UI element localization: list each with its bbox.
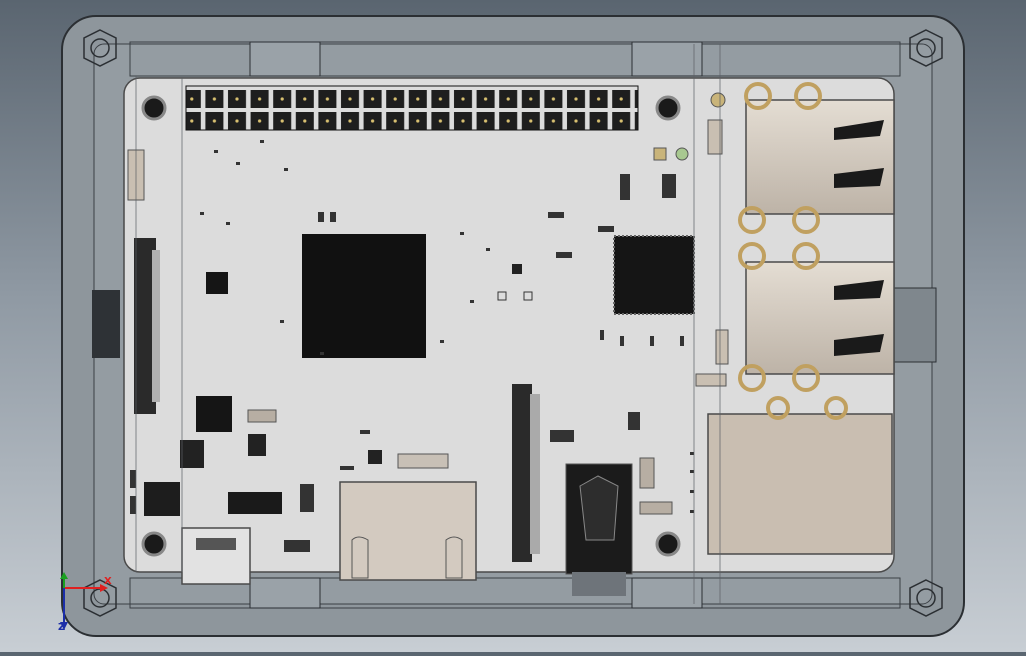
usb-port-middle xyxy=(738,242,895,392)
camera-connector xyxy=(512,384,532,562)
ethernet-port xyxy=(707,413,893,555)
screw-boss-bottom-right xyxy=(909,579,943,617)
axis-x-label: X xyxy=(104,576,112,587)
resistor-array xyxy=(397,453,449,469)
mount-hole xyxy=(141,531,167,557)
hdmi-port xyxy=(339,481,477,581)
small-chip xyxy=(248,434,266,456)
capacitor xyxy=(639,501,673,515)
led xyxy=(710,92,726,108)
gpio-pin-header xyxy=(185,85,639,131)
screw-boss-top-left xyxy=(83,29,117,67)
mount-hole xyxy=(141,95,167,121)
mount-hole xyxy=(655,531,681,557)
small-chip xyxy=(512,264,522,274)
coordinate-triad: X Z xyxy=(48,572,118,642)
capacitor xyxy=(639,457,655,489)
capacitor xyxy=(247,409,277,423)
capacitor xyxy=(715,329,729,365)
mount-hole xyxy=(655,95,681,121)
side-clip-right xyxy=(891,287,937,363)
led xyxy=(653,147,667,161)
axis-z-label: Z xyxy=(58,622,66,633)
small-chip xyxy=(228,492,282,514)
capacitor xyxy=(707,119,723,155)
small-chip xyxy=(144,482,180,516)
micro-usb-port xyxy=(181,527,251,585)
small-chip xyxy=(206,272,228,294)
smd-components xyxy=(130,140,694,552)
display-connector xyxy=(134,238,156,414)
small-chip xyxy=(368,450,382,464)
side-clip-left xyxy=(92,290,120,358)
usb-port-top xyxy=(738,82,895,234)
screw-boss-top-right xyxy=(909,29,943,67)
small-chip xyxy=(180,440,204,468)
led xyxy=(675,147,689,161)
capacitor xyxy=(695,373,727,387)
small-chip xyxy=(196,396,232,432)
usb-lan-controller xyxy=(613,235,695,315)
soc-chip xyxy=(302,234,426,358)
